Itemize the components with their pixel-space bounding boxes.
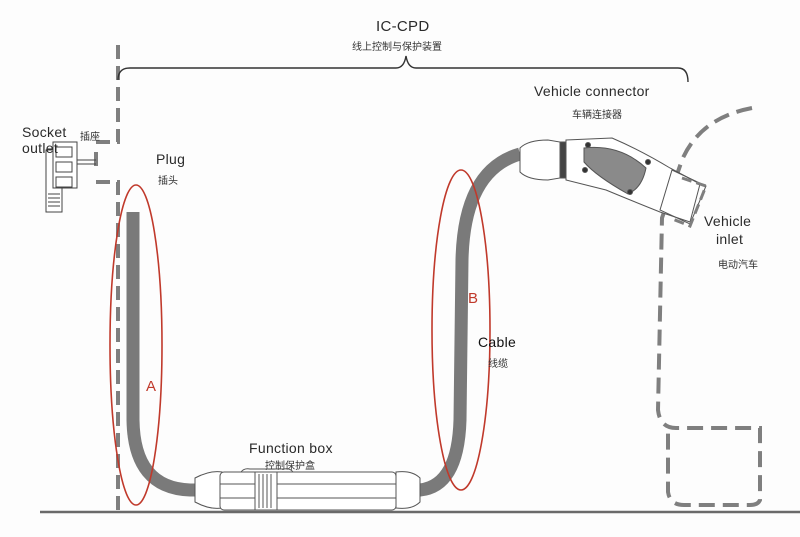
- cable-label: Cable: [478, 334, 517, 350]
- socket-outlet-device: [45, 141, 96, 213]
- socket-outlet-label-line2: outlet: [22, 140, 59, 156]
- vehicle-inlet-label-line2: inlet: [716, 231, 744, 247]
- vehicle-outline: [655, 106, 762, 507]
- plug-label: Plug: [156, 151, 186, 167]
- function-box-label: Function box: [249, 440, 333, 456]
- vehicle-connector-label: Vehicle connector: [534, 83, 650, 99]
- ic-cpd-brace: [117, 55, 689, 83]
- vehicle-inlet-outline: [669, 176, 708, 228]
- vehicle-inlet-label-zh: 电动汽车: [718, 260, 758, 271]
- region-b-ellipse: [431, 169, 491, 491]
- vehicle-connector-label-zh: 车辆连接器: [572, 110, 622, 121]
- function-box-label-zh: 控制保护盒: [265, 461, 315, 472]
- vehicle-connector-device: [519, 137, 707, 225]
- ic-cpd-title: IC-CPD: [376, 18, 430, 35]
- function-box-device: [194, 468, 421, 511]
- region-b-marker: B: [468, 290, 479, 307]
- cable-label-zh: 线缆: [488, 359, 508, 370]
- socket-outlet-label-line1: Socket: [22, 124, 67, 140]
- region-a-ellipse: [109, 184, 163, 506]
- charging-cable: [126, 147, 523, 497]
- plug-label-zh: 插头: [158, 176, 178, 187]
- ic-cpd-subtitle: 线上控制与保护装置: [352, 42, 442, 53]
- vehicle-inlet-label-line1: Vehicle: [704, 213, 752, 229]
- region-a-marker: A: [146, 378, 157, 395]
- socket-outlet-label-zh: 插座: [80, 132, 100, 143]
